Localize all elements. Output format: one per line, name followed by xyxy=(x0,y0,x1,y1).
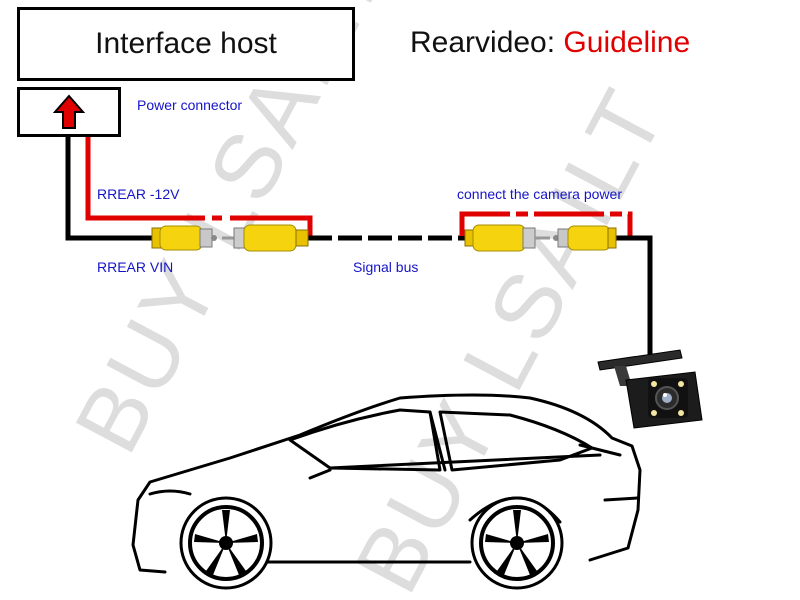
power-wire-red xyxy=(85,128,205,221)
red-up-arrow-icon xyxy=(52,94,86,129)
rrear-vin-label: RREAR VIN xyxy=(97,259,174,275)
video-wire-black xyxy=(65,128,152,241)
heading-accent: Guideline xyxy=(563,26,691,59)
rca-connector-2 xyxy=(222,224,309,252)
camera-power-wire-red xyxy=(459,211,633,236)
rrear-12v-label: RREAR -12V xyxy=(97,186,180,202)
camera-video-wire-black xyxy=(612,235,653,362)
rear-wheel-icon xyxy=(470,496,564,590)
heading-prefix: Rearvideo: xyxy=(410,26,564,59)
front-wheel-icon xyxy=(179,496,273,590)
power-wire-red-2 xyxy=(230,215,313,236)
car-outline-icon xyxy=(131,393,642,574)
rca-connector-3 xyxy=(464,224,550,252)
rear-camera-icon xyxy=(597,349,703,429)
rca-connector-4 xyxy=(553,225,617,251)
interface-host-box: Interface host xyxy=(17,7,355,81)
guideline-heading: Rearvideo: Guideline xyxy=(410,26,690,60)
interface-host-title: Interface host xyxy=(95,27,277,60)
signal-bus-label: Signal bus xyxy=(353,259,419,275)
power-connector-box xyxy=(17,87,121,137)
camera-power-label: connect the camera power xyxy=(457,186,622,202)
rca-connector-1 xyxy=(151,225,217,251)
power-connector-label: Power connector xyxy=(137,97,243,113)
